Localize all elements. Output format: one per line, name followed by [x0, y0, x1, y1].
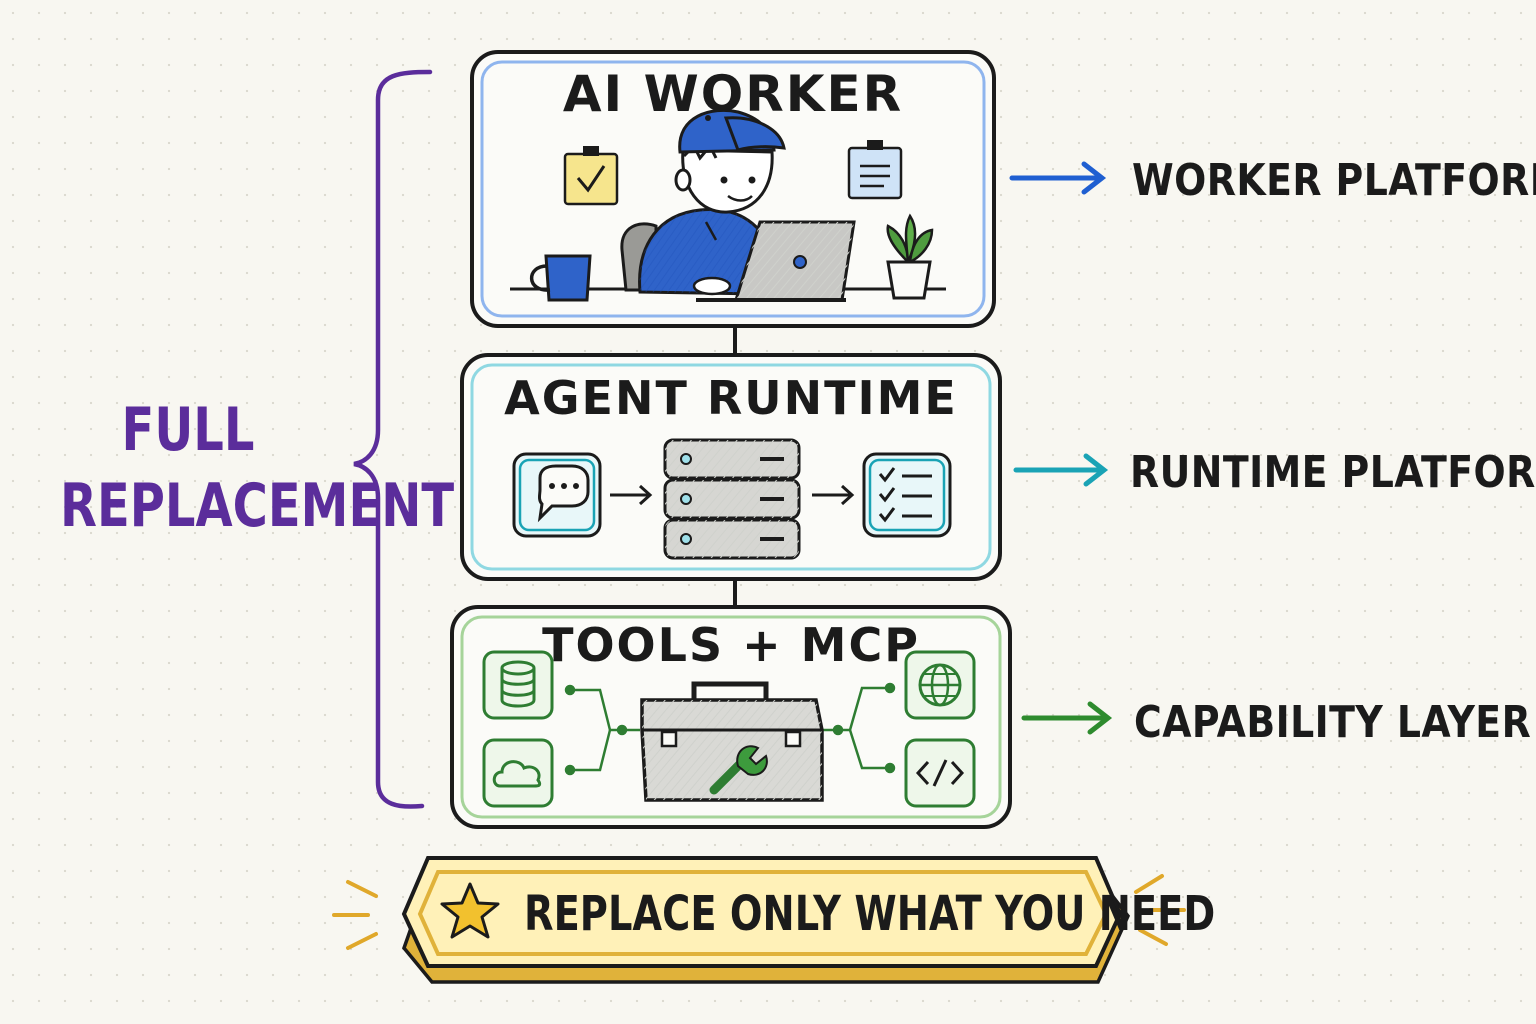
full-replacement-line1: FULL: [121, 395, 255, 465]
wrench-icon: [709, 745, 768, 795]
arrow-runtime-platform: [1013, 453, 1109, 487]
server-stack-icon: [663, 438, 801, 560]
full-replacement-bracket: [353, 69, 433, 809]
potted-plant-icon: [886, 213, 934, 300]
cloud-icon: [482, 738, 554, 808]
right-connector-lines: [820, 682, 896, 774]
document-note-icon: [847, 140, 903, 200]
arrow-worker-platform: [1009, 161, 1107, 195]
laptop-icon: [696, 220, 856, 302]
sparkle-lines-left: [332, 880, 378, 950]
banner: [401, 856, 1131, 984]
layer-title-ai-worker: AI WORKER: [562, 65, 904, 123]
layer-title-tools-mcp: TOOLS + MCP: [542, 618, 920, 672]
chat-bubble-icon: [512, 452, 602, 538]
toolbox-icon: [640, 681, 824, 802]
star-icon: [440, 882, 500, 939]
runtime-arrow-right: [812, 484, 855, 506]
left-connector-lines: [564, 684, 640, 776]
runtime-arrow-left: [610, 484, 653, 506]
arrow-capability-layer: [1021, 701, 1113, 735]
database-icon: [482, 650, 554, 720]
sparkle-lines-right: [1134, 874, 1186, 946]
banner-text: REPLACE ONLY WHAT YOU NEED: [524, 886, 1216, 942]
label-runtime-platform: RUNTIME PLATFORM: [1130, 447, 1536, 498]
task-checklist-icon: [862, 452, 952, 538]
full-replacement-line2: REPLACEMENT: [60, 471, 455, 541]
globe-icon: [904, 650, 976, 720]
checklist-note-icon: [563, 146, 619, 206]
label-capability-layer: CAPABILITY LAYER: [1134, 697, 1532, 748]
layer-title-agent-runtime: AGENT RUNTIME: [504, 371, 958, 425]
mug-icon: [529, 254, 592, 302]
worker-person-icon: [620, 108, 786, 296]
code-icon: [904, 738, 976, 808]
label-worker-platform: WORKER PLATFORM: [1132, 155, 1536, 206]
